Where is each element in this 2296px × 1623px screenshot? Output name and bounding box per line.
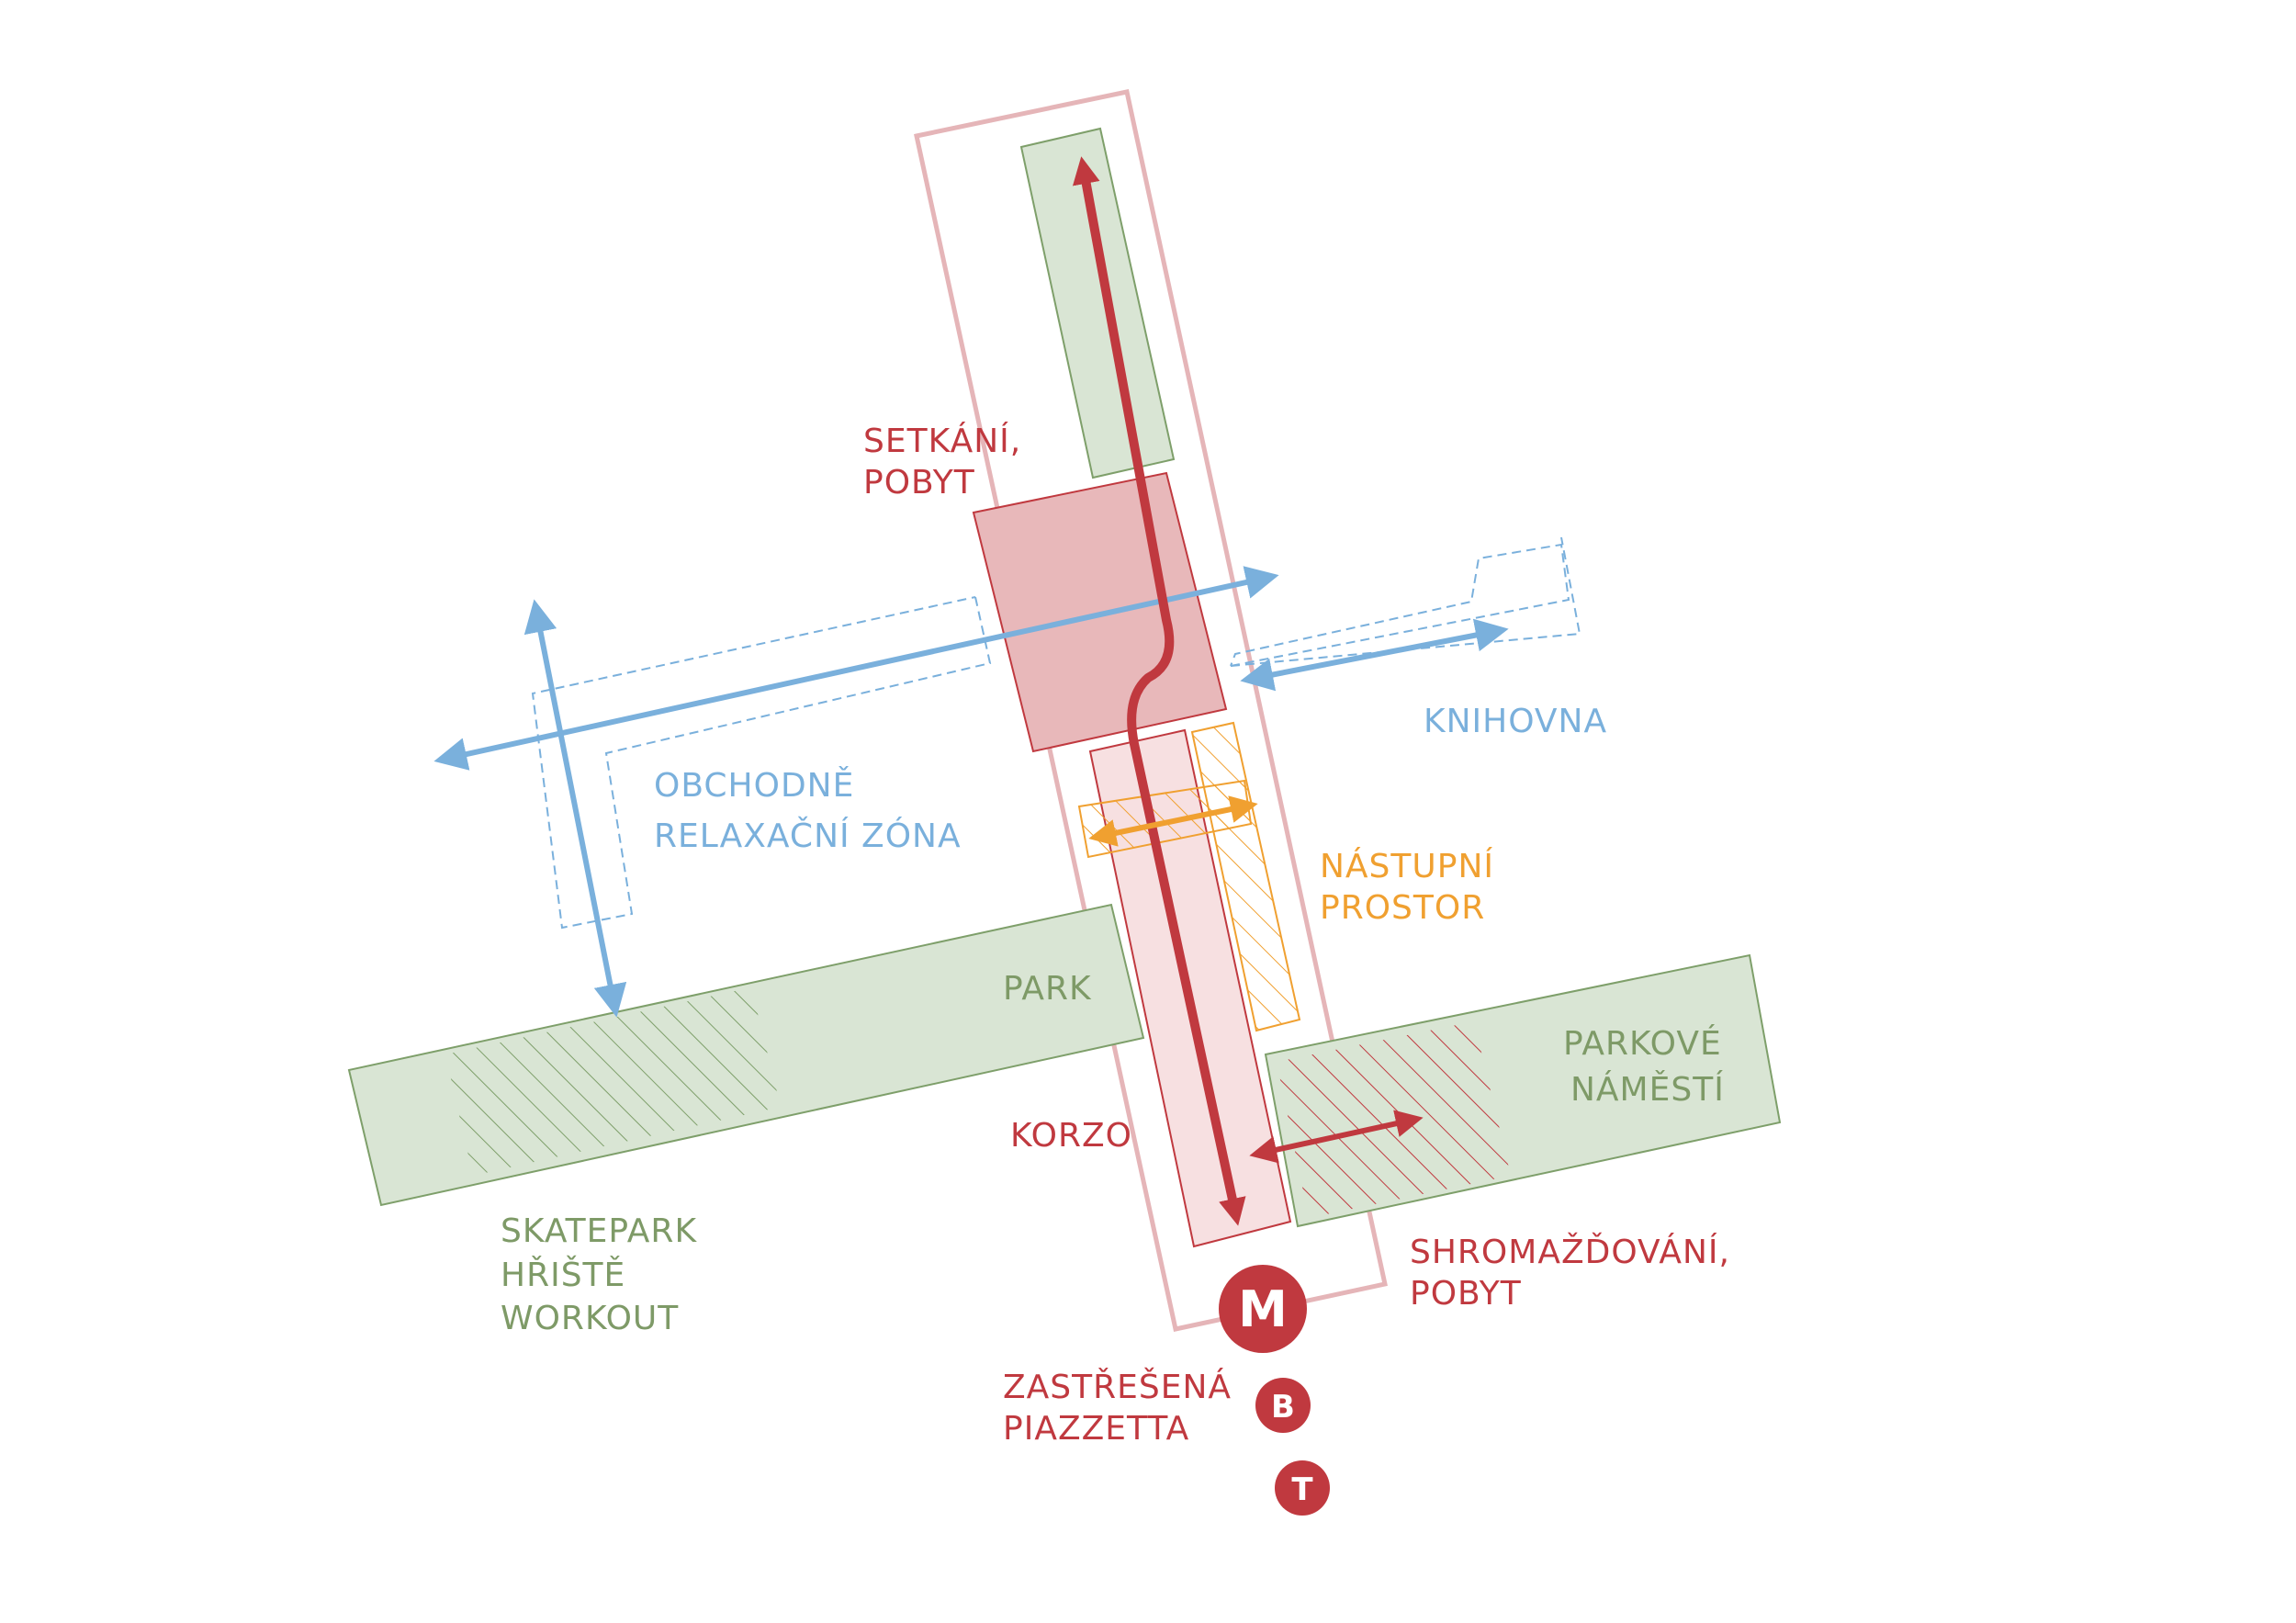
commercial-zone-outline — [531, 596, 992, 930]
metro-badge: M — [1219, 1265, 1307, 1353]
orange-arrow — [1088, 795, 1258, 847]
label-obchodne-line-2: RELAXAČNÍ ZÓNA — [654, 817, 962, 855]
tram-badge: T — [1275, 1460, 1330, 1516]
red-arrow-east — [1249, 1110, 1424, 1164]
blue-arrow-library — [1240, 618, 1509, 692]
label-setkani-line-2: POBYT — [863, 464, 975, 502]
label-parkove-line-1: PARKOVÉ — [1563, 1024, 1722, 1063]
label-setkani: SETKÁNÍ, POBYT — [863, 422, 1033, 502]
label-zastresena-line-2: PIAZZETTA — [1003, 1410, 1189, 1448]
library-zone-outline-2 — [1230, 536, 1581, 667]
label-knihovna-line-1: KNIHOVNA — [1424, 703, 1607, 740]
label-shromazdovani: SHROMAŽĎOVÁNÍ, POBYT — [1410, 1233, 1741, 1313]
label-skatepark-line-1: SKATEPARK — [501, 1212, 697, 1250]
label-shromazdovani-line-2: POBYT — [1410, 1275, 1522, 1313]
bus-badge-text: B — [1271, 1389, 1295, 1426]
label-nastupni-line-1: NÁSTUPNÍ — [1320, 847, 1494, 885]
label-obchodne-line-1: OBCHODNĚ — [654, 766, 854, 805]
blue-arrow-vertical — [523, 599, 627, 1018]
label-korzo: KORZO — [1010, 1117, 1132, 1155]
label-knihovna: KNIHOVNA — [1424, 703, 1607, 740]
label-skatepark: SKATEPARK HŘIŠTĚ WORKOUT — [501, 1212, 709, 1337]
label-nastupni-line-2: PROSTOR — [1320, 889, 1485, 927]
red-arrow-main — [1072, 156, 1246, 1226]
bus-badge: B — [1255, 1378, 1311, 1433]
green-strip-north — [1019, 127, 1176, 479]
label-korzo-line-1: KORZO — [1010, 1117, 1132, 1155]
label-zastresena-line-1: ZASTŘEŠENÁ — [1003, 1368, 1232, 1406]
label-setkani-line-1: SETKÁNÍ, — [863, 422, 1021, 460]
label-shromazdovani-line-1: SHROMAŽĎOVÁNÍ, — [1410, 1233, 1730, 1271]
label-skatepark-line-2: HŘIŠTĚ — [501, 1256, 625, 1294]
label-parkove: PARKOVÉ NÁMĚSTÍ — [1563, 1024, 1733, 1109]
label-nastupni: NÁSTUPNÍ PROSTOR — [1320, 847, 1505, 927]
tram-badge-text: T — [1291, 1471, 1313, 1508]
tram-badge-circle — [1275, 1460, 1330, 1516]
label-parkove-line-2: NÁMĚSTÍ — [1570, 1070, 1725, 1109]
metro-badge-circle — [1219, 1265, 1307, 1353]
label-park: PARK — [1003, 970, 1092, 1008]
label-park-line-1: PARK — [1003, 970, 1092, 1008]
label-skatepark-line-3: WORKOUT — [501, 1300, 679, 1337]
park-hatch-west — [445, 987, 781, 1176]
label-zastresena: ZASTŘEŠENÁ PIAZZETTA — [1003, 1368, 1244, 1448]
label-obchodne: OBCHODNĚ RELAXAČNÍ ZÓNA — [654, 766, 962, 855]
bus-badge-circle — [1255, 1378, 1311, 1433]
metro-badge-text: M — [1238, 1280, 1288, 1338]
